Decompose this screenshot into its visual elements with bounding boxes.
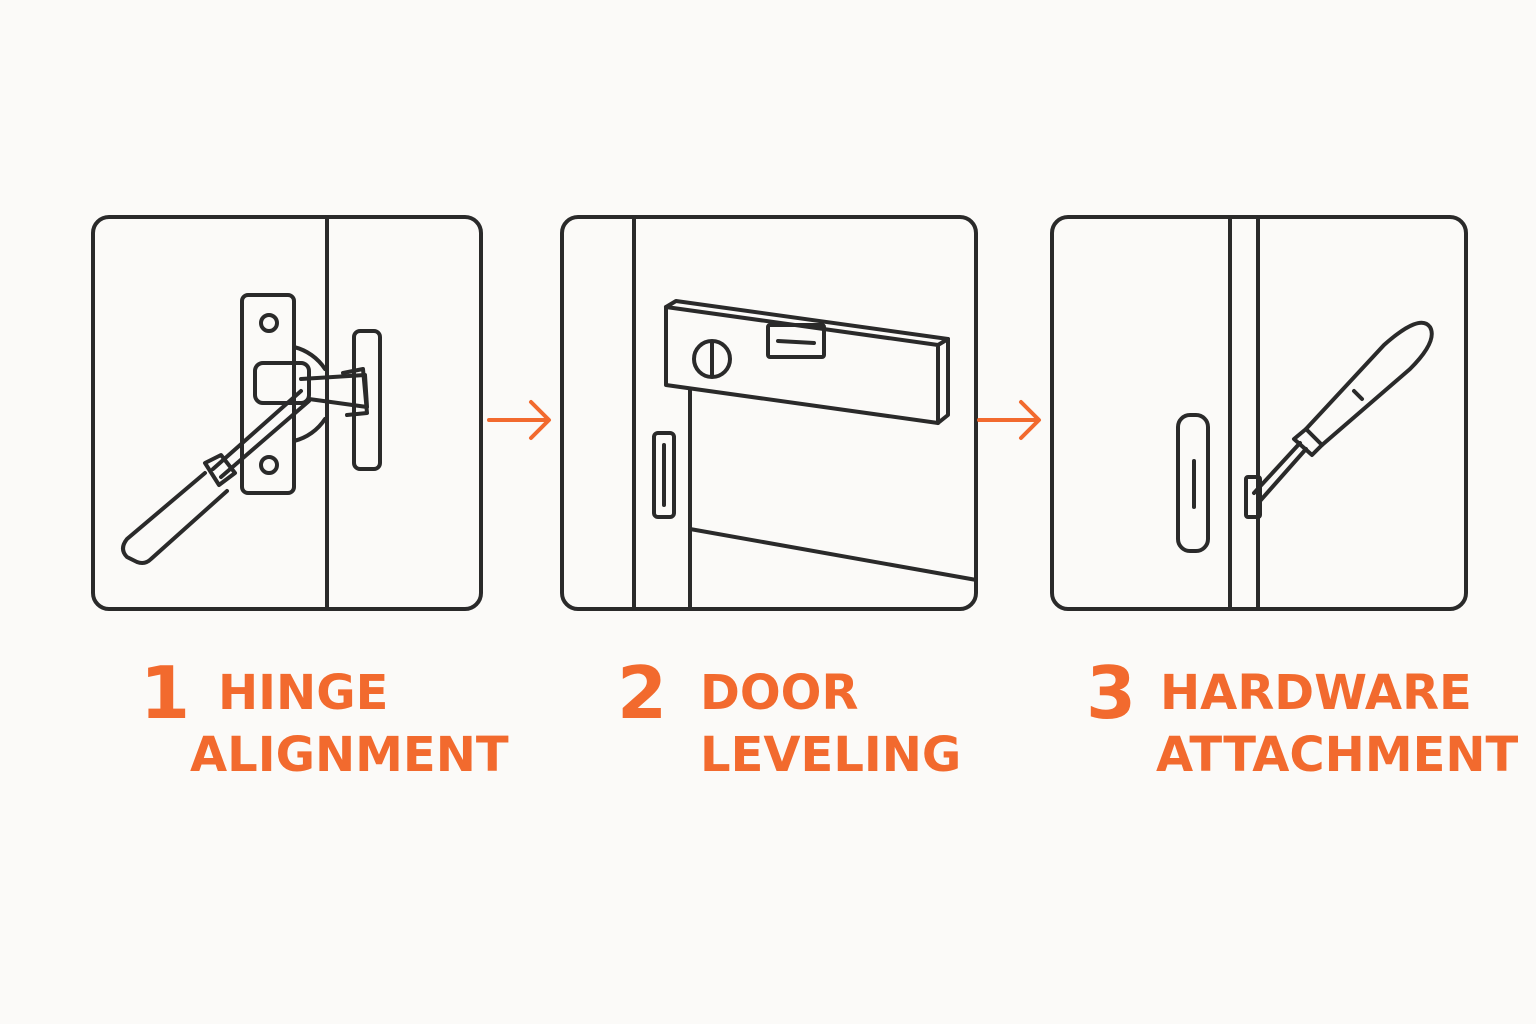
step-3-title: HARDWARE ATTACHMENT bbox=[1156, 662, 1518, 786]
step-2-panel bbox=[560, 215, 978, 611]
hinge-screwdriver-icon bbox=[121, 219, 382, 607]
step-2-title-line2: LEVELING bbox=[700, 727, 962, 783]
step-3-number: 3 bbox=[1086, 651, 1137, 735]
step-2-title-line1: DOOR bbox=[700, 665, 859, 721]
step-3-title-line1: HARDWARE bbox=[1160, 665, 1472, 721]
arrow-right-icon bbox=[977, 400, 1041, 440]
spirit-level-door-icon bbox=[632, 219, 974, 607]
step-3-title-line2: ATTACHMENT bbox=[1156, 727, 1519, 783]
arrow-right-icon bbox=[487, 400, 551, 440]
step-1-title-line2: ALIGNMENT bbox=[190, 727, 509, 783]
step-1-number: 1 bbox=[140, 651, 191, 735]
step-3-panel bbox=[1050, 215, 1468, 611]
step-1-title-line1: HINGE bbox=[218, 665, 389, 721]
screwdriver-door-handle-icon bbox=[1176, 219, 1434, 607]
step-2-number: 2 bbox=[617, 651, 668, 735]
step-2-title: DOOR LEVELING bbox=[700, 662, 961, 786]
step-1-title: HINGE ALIGNMENT bbox=[190, 662, 509, 786]
step-1-panel bbox=[91, 215, 483, 611]
